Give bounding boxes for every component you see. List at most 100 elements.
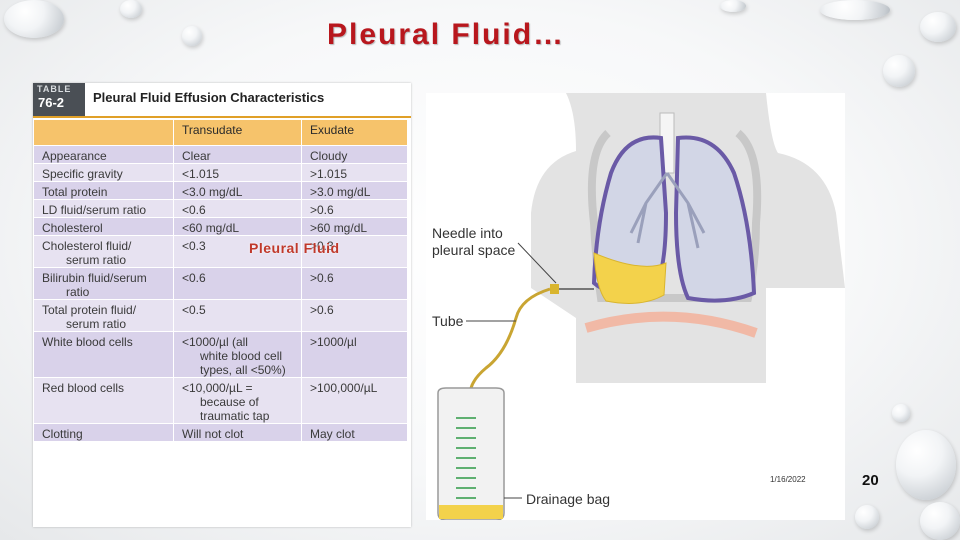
cell-text-line: LD fluid/serum ratio [42,203,147,217]
exudate-cell: >60 mg/dL [301,217,408,236]
table-tag: TABLE 76-2 [33,83,85,118]
cell-text-line: <0.6 [182,203,206,217]
table-header: TABLE 76-2 Pleural Fluid Effusion Charac… [33,83,411,118]
rib-cage [587,129,762,302]
cell-text-line: <0.3 [182,239,206,253]
exudate-cell: >0.6 [301,299,408,332]
row-label: Total protein fluid/serum ratio [33,299,174,332]
exudate-cell: >3.0 mg/dL [301,181,408,200]
bronchial-tree [629,172,706,249]
cell-text-line: white blood cell [200,349,283,363]
water-drop-decoration [4,0,64,38]
row-label: Total protein [33,181,174,200]
tube-label: Tube [432,313,464,329]
row-label: Cholesterol [33,217,174,236]
table-row: Cholesterol<60 mg/dL>60 mg/dL [33,217,408,236]
cell-text-line: >0.6 [310,271,334,285]
cell-text-line: traumatic tap [200,409,270,423]
cell-text-line: >3.0 mg/dL [310,185,371,199]
cell-text-line: Red blood cells [42,381,125,395]
row-label: White blood cells [33,331,174,378]
cell-text-line: <0.6 [182,271,206,285]
transudate-cell: <1.015 [173,163,302,182]
water-drop-decoration [182,26,202,46]
water-drop-decoration [820,0,890,20]
cell-text-line: White blood cells [42,335,133,349]
cell-text-line: <1000/µl (all [182,335,248,349]
table-tag-label: TABLE [37,84,72,94]
exudate-cell: >0.3 [301,235,408,268]
cell-text-line: Appearance [42,149,107,163]
cell-text-line: >1.015 [310,167,348,181]
diaphragm [584,311,758,338]
water-drop-decoration [120,0,142,18]
page-number: 20 [862,472,879,489]
table-row: Total protein <3.0 mg/dL >3.0 mg/dL [33,181,408,200]
drainage-bag-label: Drainage bag [526,491,611,507]
water-drop-decoration [920,502,960,540]
cell-text-line: >0.3 [310,239,334,253]
cell-text-line: >100,000/µL [310,381,378,395]
drainage-tube [469,287,551,389]
exudate-cell: >100,000/µL [301,377,408,424]
transudate-cell: Will not clot [173,423,302,442]
cell-text-line: serum ratio [66,317,127,331]
water-drop-decoration [720,0,746,12]
row-label: Appearance [33,145,174,164]
transudate-cell: <0.5 [173,299,302,332]
exudate-cell: May clot [301,423,408,442]
row-label: LD fluid/serum ratio [33,199,174,218]
column-header [33,119,174,146]
transudate-cell: <0.6 [173,267,302,300]
cell-text-line: >60 mg/dL [310,221,368,235]
row-label: Cholesterol fluid/serum ratio [33,235,174,268]
cell-text-line: >0.6 [310,303,334,317]
bag-fluid [439,505,503,519]
cell-text-line: ratio [66,285,90,299]
thoracentesis-illustration: Needle into pleural space Tube Drainage … [426,93,845,520]
drainage-bag [437,387,505,520]
cell-text-line: Clotting [42,427,83,441]
cell-text-line: >0.6 [310,203,334,217]
cell-text-line: Total protein [42,185,108,199]
row-label: Specific gravity [33,163,174,182]
right-lung-outline [673,135,757,303]
cell-text-line: Specific gravity [42,167,123,181]
cell-text-line: Cholesterol [42,221,103,235]
exudate-cell: >1000/µl [301,331,408,378]
slide-title: Pleural Fluid… [326,18,566,51]
cell-text-line: <0.5 [182,303,206,317]
transudate-cell: <0.6 [173,199,302,218]
cell-text-line: <3.0 mg/dL [182,185,243,199]
cell-text-line: Bilirubin fluid/serum [42,271,147,285]
table-row: Total protein fluid/serum ratio <0.5 >0.6 [33,299,408,332]
cell-text-line: <10,000/µL = [182,381,253,395]
pleural-fluid [593,252,667,304]
table-title: Pleural Fluid Effusion Characteristics [93,90,325,105]
cell-text-line: Total protein fluid/ [42,303,137,317]
cell-text-line: because of [200,395,259,409]
transudate-cell: <3.0 mg/dL [173,181,302,200]
effusion-characteristics-table: TABLE 76-2 Pleural Fluid Effusion Charac… [33,83,411,527]
chest-drainage-drawing [437,93,845,520]
bag-scale-marks [456,417,476,499]
row-label: Red blood cells [33,377,174,424]
table-row: LD fluid/serum ratio <0.6 >0.6 [33,199,408,218]
water-drop-decoration [920,12,956,42]
table-row: Cholesterol fluid/serum ratio <0.3 >0.3 [33,235,408,268]
needle-leader [517,242,557,284]
water-drop-decoration [896,430,956,500]
slide-date: 1/16/2022 [770,475,806,484]
exudate-cell: >0.6 [301,267,408,300]
cell-text-line: >1000/µl [310,335,357,349]
cell-text-line: <1.015 [182,167,220,181]
